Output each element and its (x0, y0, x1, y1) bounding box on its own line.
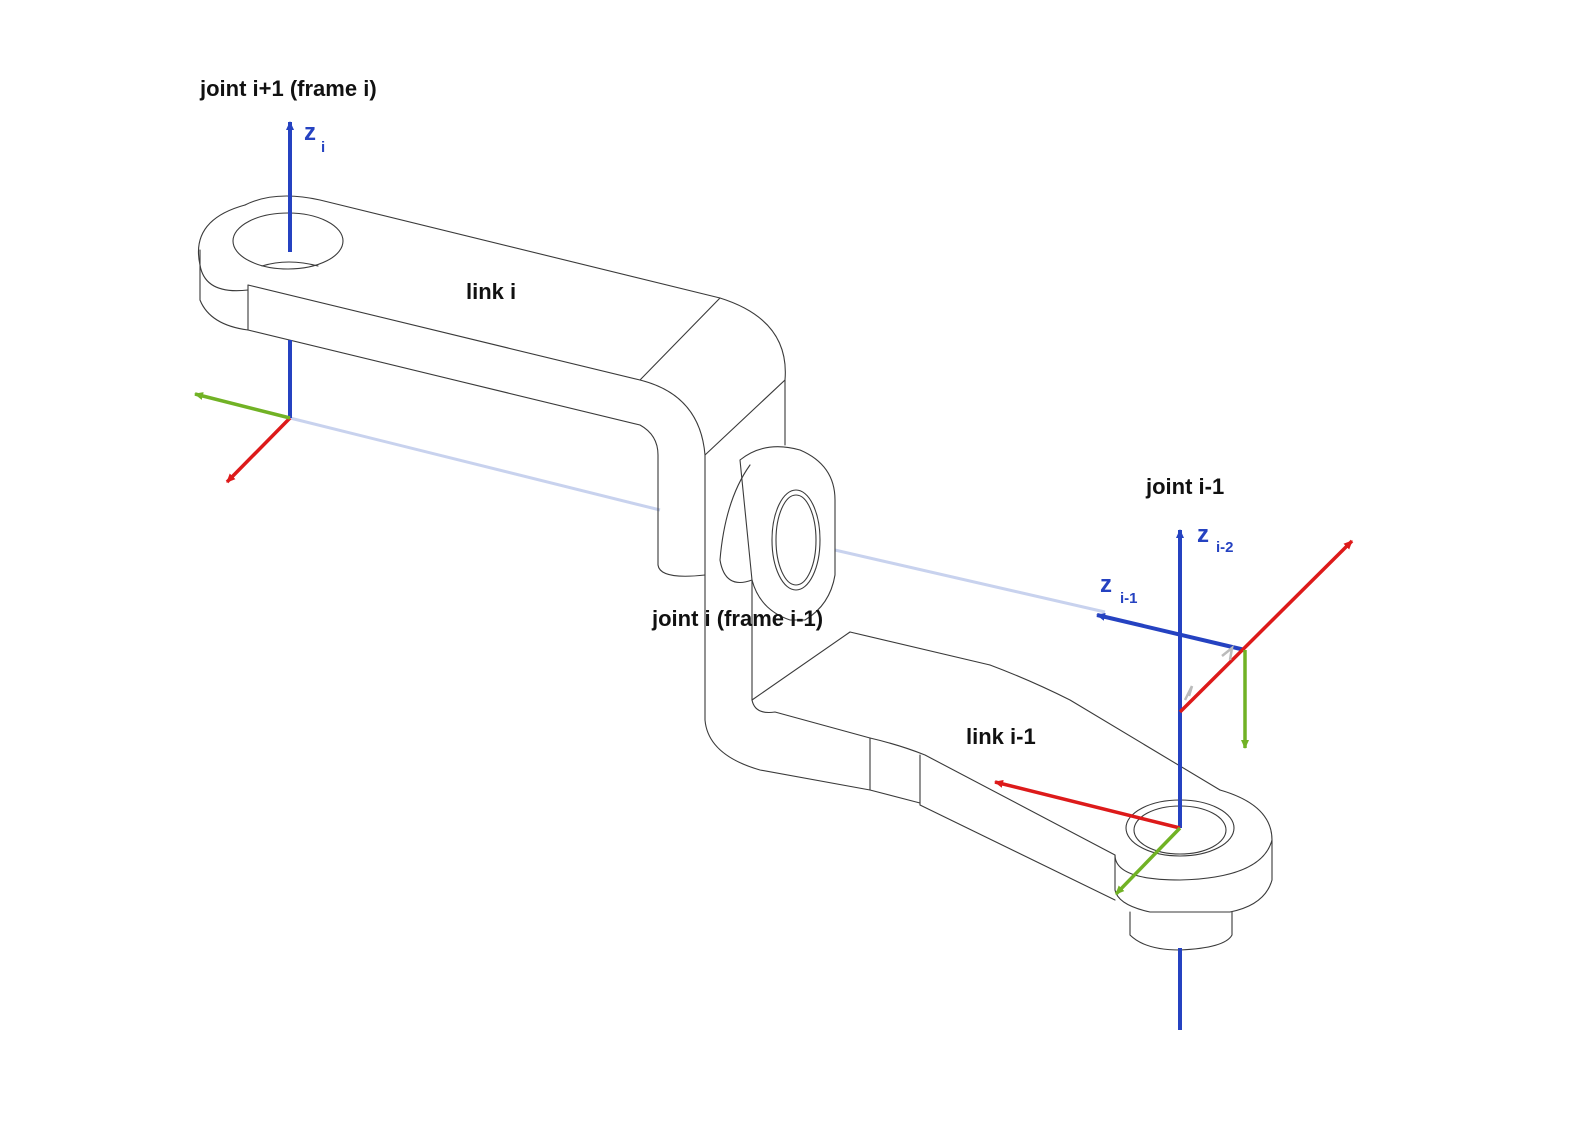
label-joint-i-minus-1: joint i-1 (1145, 474, 1224, 499)
x-base-axis (994, 780, 1181, 830)
common-normal-line (289, 416, 1106, 614)
x-i-axis (225, 416, 292, 484)
x-i-minus-1-axis (1178, 539, 1354, 714)
label-z-i-minus-2: z i-2 (1197, 521, 1234, 556)
label-link-i: link i (466, 279, 516, 304)
right-angle-mark (1183, 644, 1234, 701)
z-i-minus-2-sub: i-2 (1216, 539, 1234, 556)
z-i-main: z (304, 119, 316, 146)
label-z-i: z i (304, 119, 325, 156)
label-z-i-minus-1: z i-1 (1100, 571, 1138, 607)
y-base-axis (1114, 826, 1182, 896)
label-joint-i: joint i (frame i-1) (651, 606, 823, 631)
z-i-minus-1-main: z (1100, 571, 1112, 598)
frame-i-minus-1-axes (1096, 529, 1354, 1030)
frame-i-axes (194, 121, 294, 484)
label-link-i-minus-1: link i-1 (966, 724, 1036, 749)
label-joint-i-plus-1: joint i+1 (frame i) (199, 76, 377, 101)
z-i-sub: i (321, 139, 325, 156)
base-frame-axes (994, 780, 1182, 896)
link-i-body (198, 195, 786, 721)
joint-i-boss (719, 446, 836, 621)
y-i-axis (194, 392, 291, 420)
z-i-minus-2-main: z (1197, 521, 1209, 548)
z-i-minus-1-axis (1096, 612, 1246, 652)
z-i-minus-1-sub: i-1 (1120, 590, 1138, 607)
